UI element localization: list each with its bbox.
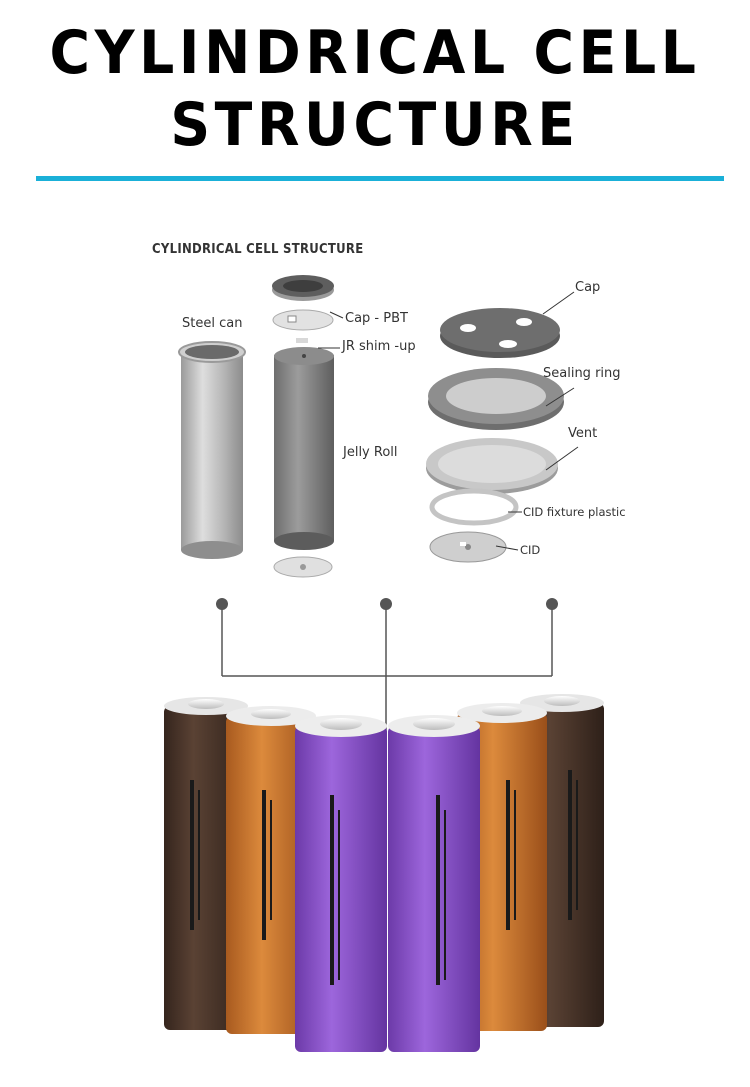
leader-lines: [318, 291, 579, 551]
label-cid-fixture: CID fixture plastic: [523, 505, 626, 519]
page-title-line2: STRUCTURE: [170, 90, 580, 160]
label-sealing-ring: Sealing ring: [543, 366, 621, 381]
label-jr-shim: JR shim -up: [342, 339, 416, 354]
page-title-line1: CYLINDRICAL CELL: [49, 18, 701, 88]
label-cap: Cap: [575, 280, 601, 295]
connector-dot-right: [546, 598, 558, 610]
jelly-roll-illustration: [273, 347, 334, 578]
label-cap-pbt: Cap - PBT: [345, 311, 408, 326]
cap-parts-illustration: [426, 308, 564, 563]
label-cid: CID: [520, 543, 541, 557]
label-jelly-roll: Jelly Roll: [343, 445, 398, 460]
battery-purple-left: [295, 715, 387, 1052]
label-vent: Vent: [568, 426, 598, 441]
cap-stack-illustration: [272, 275, 334, 343]
label-steel-can: Steel can: [182, 316, 243, 331]
connector: [216, 598, 558, 735]
title-divider: [36, 176, 724, 181]
battery-purple-right: [388, 715, 480, 1052]
diagram-subtitle: CYLINDRICAL CELL STRUCTURE: [152, 242, 364, 257]
connector-dot-left: [216, 598, 228, 610]
steel-can-illustration: [178, 341, 246, 559]
connector-dot-center: [380, 598, 392, 610]
barcode-marks: [190, 770, 578, 985]
